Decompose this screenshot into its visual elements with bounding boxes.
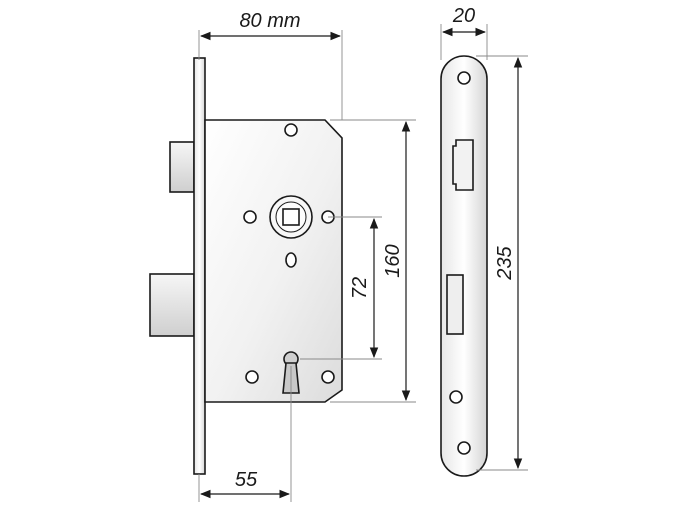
lock-case xyxy=(204,119,343,403)
case-hole-bottom-right xyxy=(321,370,335,384)
faceplate-width-label: 20 xyxy=(452,5,475,27)
lock-body-view xyxy=(149,57,343,475)
spacing-label: 72 xyxy=(349,277,371,299)
faceplate-hole-bottom xyxy=(457,441,471,455)
faceplate xyxy=(440,55,488,477)
case-hole-bottom-left xyxy=(245,370,259,384)
faceplate-edge xyxy=(193,57,206,475)
dimension-lines xyxy=(198,24,528,502)
backset-label: 55 xyxy=(235,469,258,491)
latch-opening xyxy=(452,139,474,191)
faceplate-hole-top xyxy=(457,71,471,85)
height-label: 160 xyxy=(382,244,404,277)
latch-bolt xyxy=(169,141,195,193)
dead-bolt xyxy=(149,273,195,337)
faceplate-view xyxy=(440,55,488,477)
faceplate-height-label: 235 xyxy=(494,245,516,280)
width-label: 80 mm xyxy=(239,10,300,32)
case-hole-top xyxy=(284,123,298,137)
case-hole-left xyxy=(243,210,257,224)
spindle-square xyxy=(282,208,300,226)
case-slot-hole xyxy=(285,252,297,268)
faceplate-hole-mid xyxy=(449,390,463,404)
bolt-opening xyxy=(446,274,464,335)
